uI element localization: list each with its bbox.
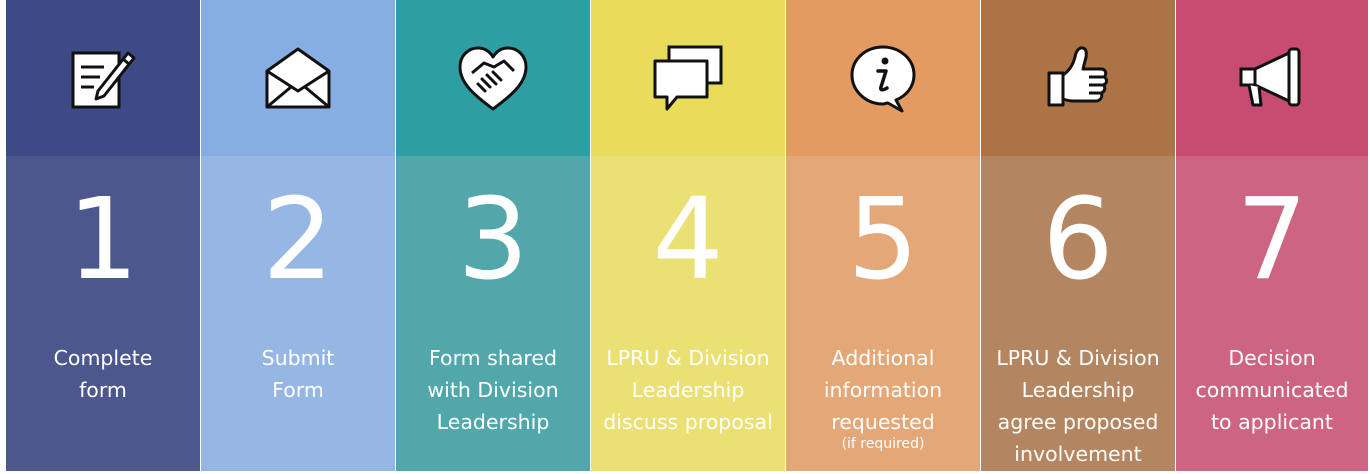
step-3-header	[396, 0, 590, 156]
label-line: communicated	[1195, 378, 1349, 402]
step-7-body: 7 Decision communicated to applicant	[1176, 156, 1368, 471]
megaphone-icon	[1233, 39, 1311, 117]
label-line: discuss proposal	[603, 410, 773, 434]
step-4-header	[591, 0, 785, 156]
edit-form-icon	[64, 39, 142, 117]
step-number: 5	[847, 175, 919, 305]
step-1: 1 Complete form	[6, 0, 200, 471]
step-number: 2	[262, 175, 334, 305]
step-6: 6 LPRU & Division Leadership agree propo…	[981, 0, 1175, 471]
label-line: form	[79, 378, 127, 402]
step-6-header	[981, 0, 1175, 156]
label-line: involvement	[1014, 442, 1142, 466]
label-line: with Division	[427, 378, 559, 402]
step-5-body: 5 Additional information requested (if r…	[786, 156, 980, 471]
label-line: Decision	[1228, 346, 1316, 370]
step-label: LPRU & Division Leadership agree propose…	[985, 342, 1171, 470]
label-line: agree proposed	[997, 410, 1159, 434]
step-number: 1	[67, 175, 139, 305]
step-2-header	[201, 0, 395, 156]
label-line: Leadership	[436, 410, 550, 434]
step-1-header	[6, 0, 200, 156]
step-label: Additional information requested	[790, 342, 976, 438]
handshake-icon	[454, 39, 532, 117]
step-label: Form shared with Division Leadership	[400, 342, 586, 438]
label-line: requested	[831, 410, 935, 434]
label-line: Additional	[831, 346, 935, 370]
step-5: 5 Additional information requested (if r…	[786, 0, 980, 471]
step-label: Decision communicated to applicant	[1179, 342, 1365, 438]
step-3-body: 3 Form shared with Division Leadership	[396, 156, 590, 471]
chat-bubbles-icon	[649, 39, 727, 117]
step-4-body: 4 LPRU & Division Leadership discuss pro…	[591, 156, 785, 471]
step-label: Submit Form	[205, 342, 391, 406]
step-label: LPRU & Division Leadership discuss propo…	[595, 342, 781, 438]
step-7-header	[1176, 0, 1368, 156]
label-line: to applicant	[1211, 410, 1333, 434]
step-number: 6	[1042, 175, 1114, 305]
label-line: Submit	[261, 346, 335, 370]
step-3: 3 Form shared with Division Leadership	[396, 0, 590, 471]
label-line: Form shared	[429, 346, 557, 370]
step-number: 3	[457, 175, 529, 305]
label-line: information	[823, 378, 943, 402]
step-6-body: 6 LPRU & Division Leadership agree propo…	[981, 156, 1175, 471]
step-number: 7	[1236, 175, 1308, 305]
envelope-icon	[259, 39, 337, 117]
label-line: Leadership	[1021, 378, 1135, 402]
step-note: (if required)	[841, 436, 925, 452]
process-steps: 1 Complete form 2 Submit Form	[6, 0, 1368, 471]
label-line: LPRU & Division	[606, 346, 770, 370]
step-5-header	[786, 0, 980, 156]
step-1-body: 1 Complete form	[6, 156, 200, 471]
step-number: 4	[652, 175, 724, 305]
step-2: 2 Submit Form	[201, 0, 395, 471]
thumbs-up-icon	[1039, 39, 1117, 117]
label-line: Form	[272, 378, 324, 402]
step-4: 4 LPRU & Division Leadership discuss pro…	[591, 0, 785, 471]
label-line: Leadership	[631, 378, 745, 402]
step-2-body: 2 Submit Form	[201, 156, 395, 471]
label-line: LPRU & Division	[996, 346, 1160, 370]
label-line: Complete	[53, 346, 153, 370]
step-7: 7 Decision communicated to applicant	[1176, 0, 1368, 471]
step-label: Complete form	[10, 342, 196, 406]
info-bubble-icon	[844, 39, 922, 117]
